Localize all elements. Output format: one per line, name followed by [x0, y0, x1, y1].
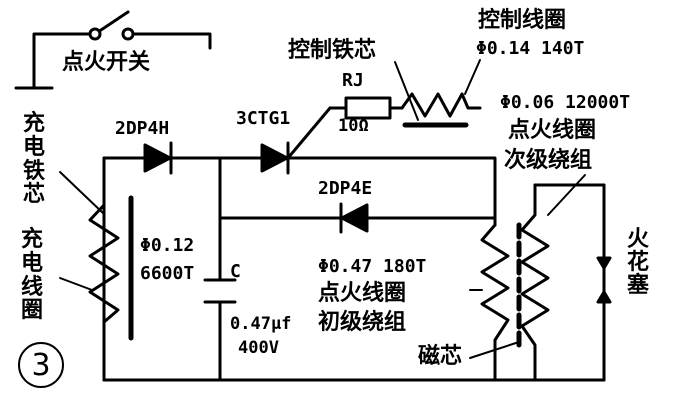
thyristor-to-right	[286, 156, 497, 227]
label-charge-coil: 充电线圈	[20, 227, 43, 324]
resistor-rj-symbol	[344, 96, 392, 120]
label-resistor-name: RJ	[342, 70, 364, 91]
label-control-coil-spec: Φ0.14 140T	[476, 38, 585, 59]
label-control-core: 控制铁芯	[288, 38, 377, 63]
charge-coil-symbol	[88, 203, 120, 324]
label-primary-name-1: 点火线圈	[318, 281, 407, 306]
secondary-coil-symbol	[520, 183, 550, 382]
diode-2dp4e-symbol	[340, 203, 369, 233]
spark-gap-arrow-bottom	[596, 290, 612, 304]
label-charge-core: 充电铁芯	[22, 111, 45, 208]
label-spark-plug: 火花塞	[626, 227, 649, 299]
label-capacitor-value: 0.47μf	[230, 314, 292, 334]
diode-2dp4h-symbol	[143, 143, 172, 173]
capacitor-plates	[203, 278, 237, 304]
label-capacitor-name: C	[230, 261, 241, 282]
thyristor-gate	[286, 106, 332, 160]
ignition-switch-contact	[93, 10, 212, 50]
label-capacitor-voltage: 400V	[238, 338, 279, 358]
label-charge-spec-b: 6600T	[140, 263, 195, 284]
magnetic-core-pointer	[469, 341, 520, 359]
label-primary-name-2: 初级绕组	[318, 310, 407, 335]
thyristor-symbol	[260, 143, 289, 173]
label-secondary-name-2: 次级绕组	[504, 148, 593, 173]
secondary-pointer	[547, 174, 586, 216]
spark-gap-arrow-top	[596, 256, 612, 270]
primary-coil-symbol	[480, 223, 510, 382]
label-charge-spec-a: Φ0.12	[140, 235, 195, 256]
switch-terminal	[121, 27, 135, 41]
label-secondary-spec: Φ0.06 12000T	[500, 92, 631, 113]
control-coil-pointer	[464, 59, 481, 95]
charge-core-pointer	[59, 171, 105, 215]
switch-pivot	[88, 27, 102, 41]
label-diode-mid: 2DP4E	[318, 178, 373, 199]
figure-number-badge: 3	[18, 342, 64, 388]
control-coil-symbol	[400, 92, 482, 118]
ground-symbol	[14, 32, 97, 90]
label-primary-spec: Φ0.47 180T	[318, 256, 427, 277]
label-diode-top: 2DP4H	[115, 118, 170, 139]
label-secondary-name-1: 点火线圈	[508, 118, 597, 143]
label-control-coil: 控制线圈	[478, 8, 567, 33]
control-core-pointer	[394, 61, 419, 121]
label-resistor-value: 10Ω	[338, 116, 369, 136]
charge-coil-pointer	[59, 277, 93, 291]
label-magnetic-core: 磁芯	[418, 344, 463, 369]
label-thyristor: 3CTG1	[236, 108, 291, 129]
label-ignition-switch: 点火开关	[62, 50, 151, 75]
